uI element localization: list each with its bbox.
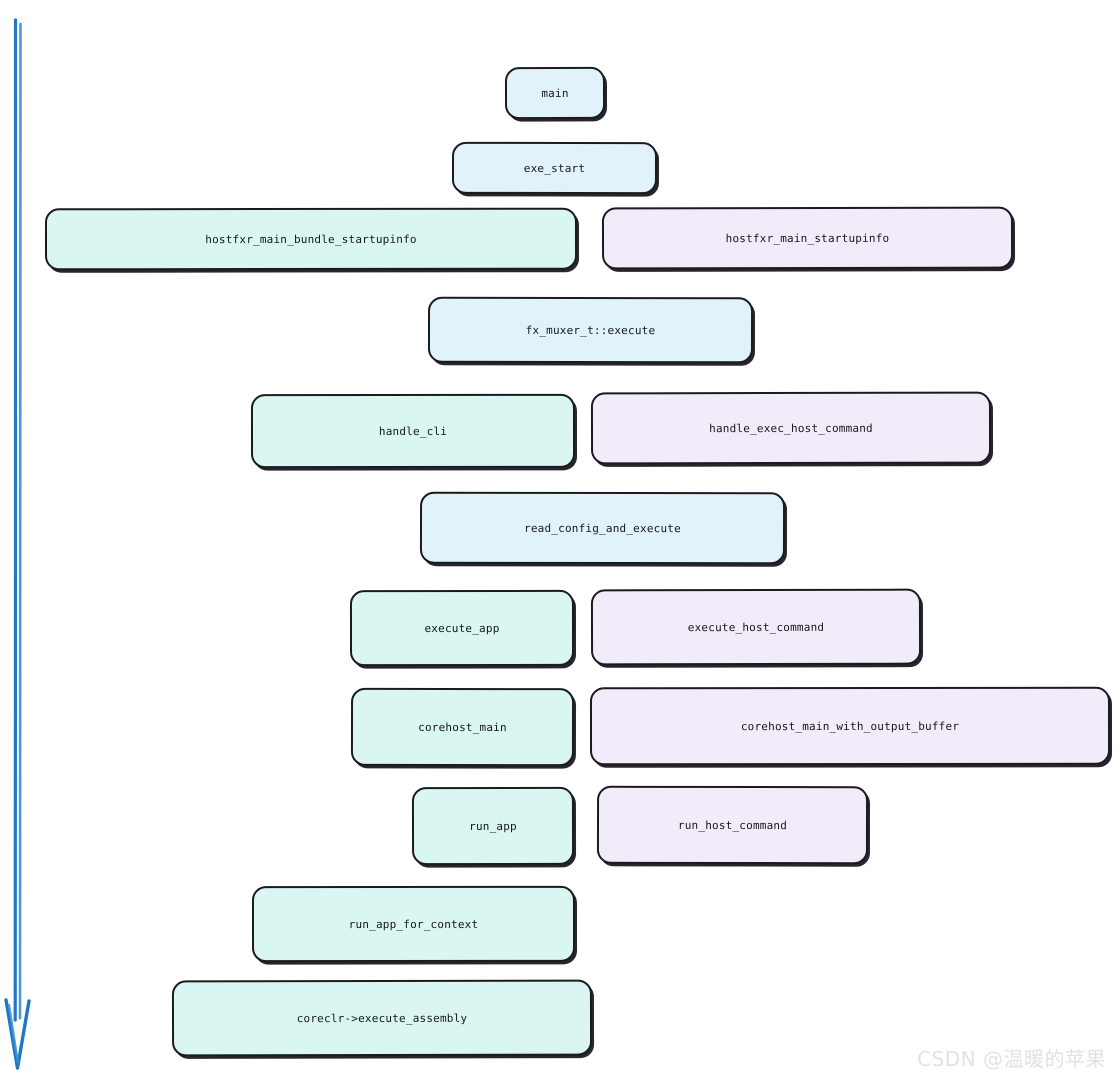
- node-hostfxr-main-bundle-startupinfo[interactable]: hostfxr_main_bundle_startupinfo: [44, 207, 578, 271]
- node-run-app-for-context[interactable]: run_app_for_context: [251, 885, 576, 963]
- node-corehost-main-with-output-buffer[interactable]: corehost_main_with_output_buffer: [589, 686, 1111, 766]
- node-fx-muxer-t-execute[interactable]: fx_muxer_t::execute: [427, 296, 754, 364]
- downward-flow-arrow: [4, 18, 31, 1070]
- node-corehost-main[interactable]: corehost_main: [350, 687, 575, 767]
- node-hostfxr-main-startupinfo[interactable]: hostfxr_main_startupinfo: [601, 206, 1014, 270]
- node-main[interactable]: main: [504, 66, 606, 120]
- node-handle-exec-host-command[interactable]: handle_exec_host_command: [590, 391, 992, 465]
- node-execute-app[interactable]: execute_app: [349, 589, 575, 667]
- node-run-app[interactable]: run_app: [411, 786, 575, 866]
- node-run-host-command[interactable]: run_host_command: [596, 785, 869, 865]
- node-handle-cli[interactable]: handle_cli: [250, 393, 576, 469]
- node-execute-host-command[interactable]: execute_host_command: [590, 588, 922, 666]
- node-exe-start[interactable]: exe_start: [451, 141, 658, 195]
- node-coreclr-execute-assembly[interactable]: coreclr->execute_assembly: [171, 979, 593, 1057]
- node-read-config-and-execute[interactable]: read_config_and_execute: [419, 491, 786, 565]
- watermark: CSDN @温暖的苹果: [917, 1047, 1106, 1071]
